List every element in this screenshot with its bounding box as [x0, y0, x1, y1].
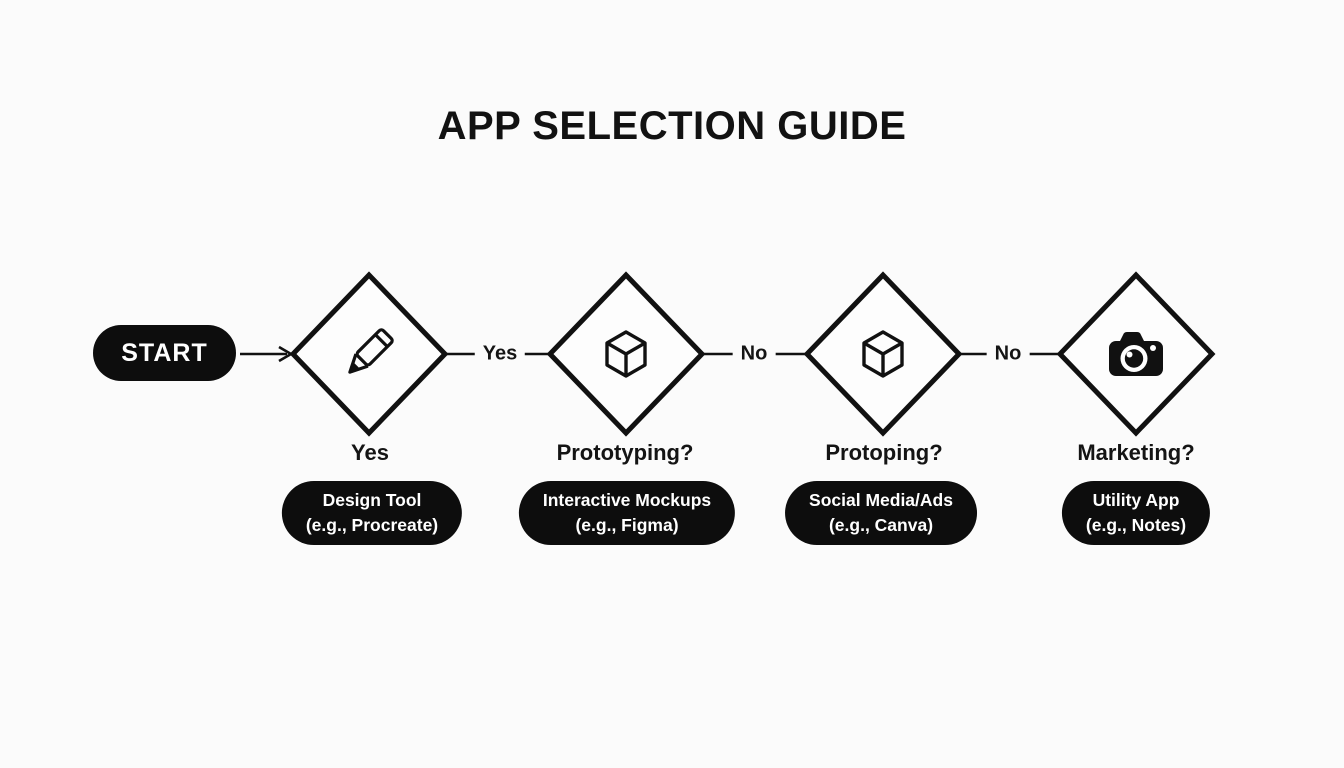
- question-label-1: Yes: [351, 440, 389, 465]
- camera-icon: [1109, 332, 1163, 376]
- edge-label-yes: Yes: [474, 340, 526, 368]
- result-line-1: Interactive Mockups: [542, 490, 712, 510]
- result-pill-1: Design Tool (e.g., Procreate): [281, 481, 463, 545]
- result-line-2: (e.g., Figma): [575, 515, 679, 535]
- result-pill-3: Social Media/Ads (e.g., Canva): [785, 481, 977, 545]
- result-line-1: Utility App: [1092, 490, 1180, 510]
- question-label-2: Prototyping?: [556, 440, 694, 465]
- question-label-4: Marketing?: [1077, 440, 1195, 465]
- edge-label-no-2: No: [986, 340, 1030, 368]
- pencil-icon: [348, 328, 394, 374]
- question-label-3: Protoping?: [825, 440, 943, 465]
- result-line-2: (e.g., Canva): [828, 515, 934, 535]
- cube-icon: [862, 330, 904, 378]
- result-pill-4: Utility App (e.g., Notes): [1061, 481, 1211, 545]
- result-line-2: (e.g., Procreate): [305, 515, 439, 535]
- edge-label-no-1: No: [732, 340, 776, 368]
- result-line-1: Social Media/Ads: [809, 490, 953, 510]
- result-line-1: Design Tool: [322, 490, 422, 510]
- start-label: START: [121, 338, 208, 367]
- start-node: START: [93, 325, 236, 381]
- result-line-2: (e.g., Notes): [1085, 515, 1187, 535]
- cube-icon: [605, 330, 647, 378]
- decision-diamond-1: [289, 271, 449, 437]
- page-title: APP SELECTION GUIDE: [437, 104, 907, 148]
- result-pill-2: Interactive Mockups (e.g., Figma): [518, 481, 736, 545]
